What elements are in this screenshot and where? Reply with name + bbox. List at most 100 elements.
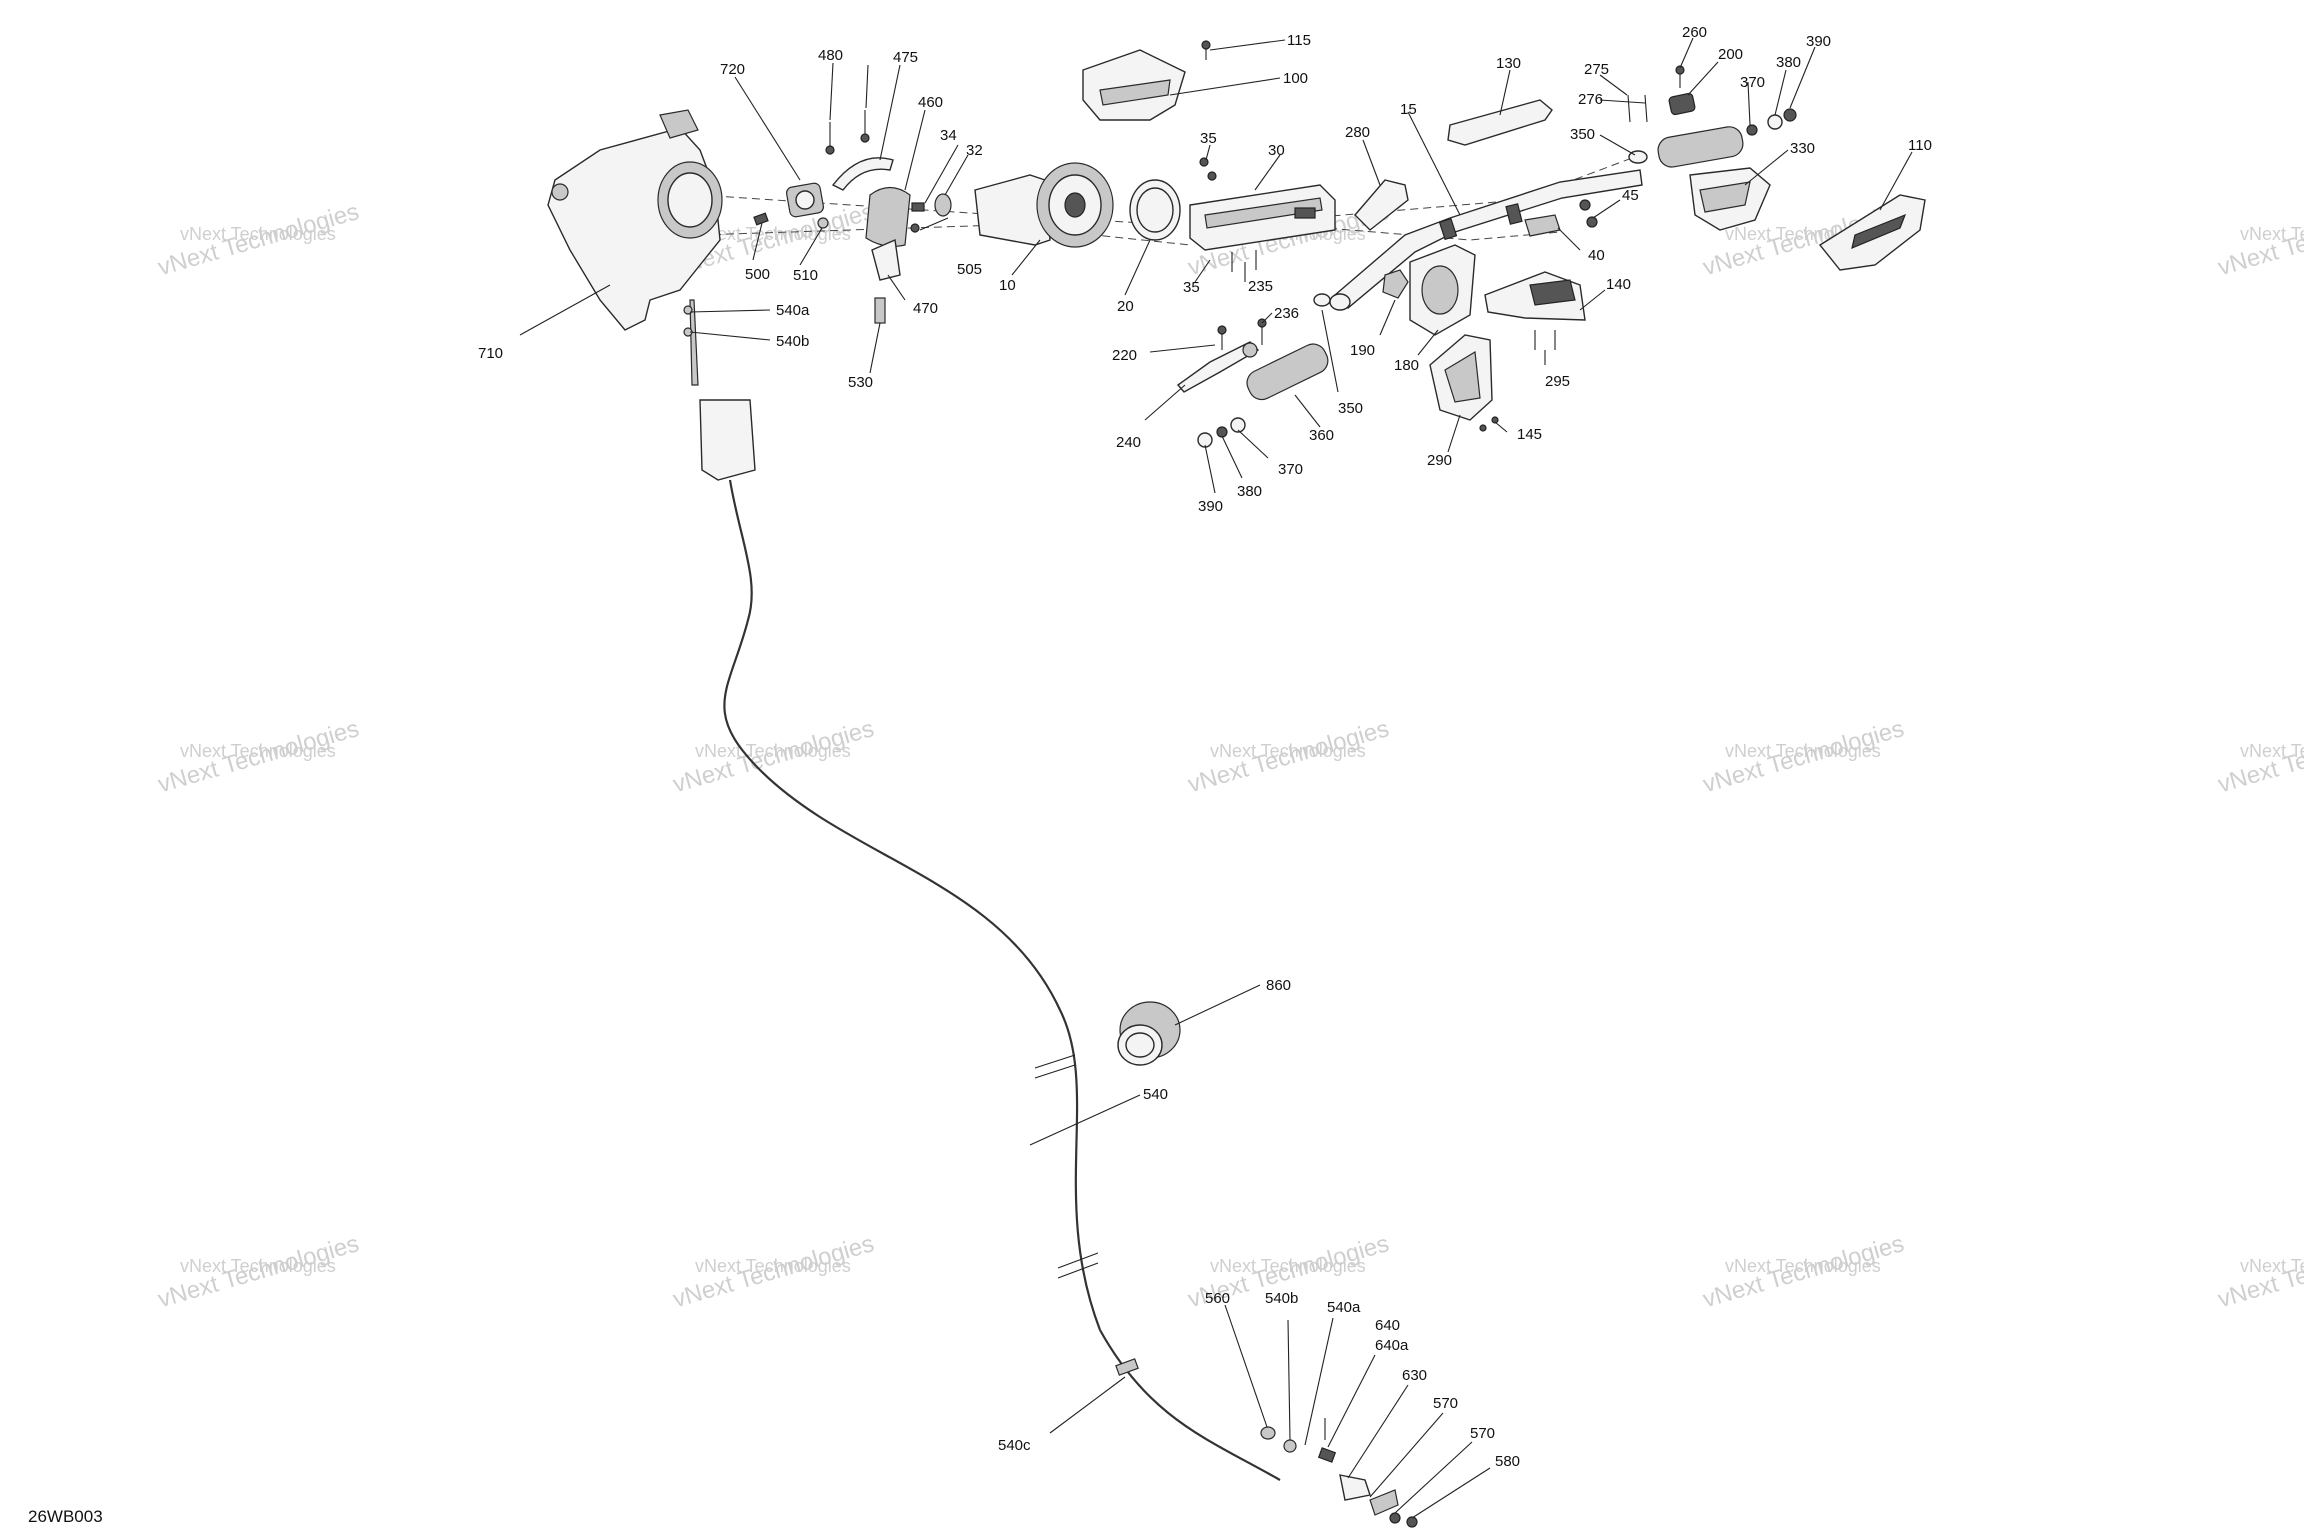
left-grip-360 (1246, 293, 1331, 401)
watermark-text: vNext Technologies (2240, 741, 2304, 761)
screws-35 (1199, 157, 1257, 272)
watermark-text: vNext Technologies (695, 224, 851, 244)
callout-145: 145 (1517, 426, 1542, 443)
cable-540 (683, 299, 1281, 1481)
leader-lines (519, 37, 1913, 1519)
callout-236: 236 (1274, 305, 1299, 322)
watermark: vNext Technologies vNext Technologies (670, 715, 877, 798)
bracket-280 (1354, 179, 1409, 231)
upper-cover-100 (1082, 40, 1211, 121)
small-parts-500-510 (753, 212, 920, 233)
callout-370-left: 370 (1278, 461, 1303, 478)
callout-370-right: 370 (1740, 74, 1765, 91)
callout-380-right: 380 (1776, 54, 1801, 71)
callout-35-bottom: 35 (1183, 279, 1200, 296)
parts (547, 40, 1926, 1528)
callout-390-right: 390 (1806, 33, 1831, 50)
callout-500: 500 (745, 266, 770, 283)
watermark: vNext Technologies vNext Technologies (1185, 715, 1392, 798)
control-module-30 (1189, 184, 1336, 251)
watermark: vNext Technologies vNext Technologies (155, 1230, 362, 1313)
knob-190 (1382, 269, 1409, 299)
callout-34: 34 (940, 127, 957, 144)
callout-470: 470 (913, 300, 938, 317)
callout-560: 560 (1205, 1290, 1230, 1307)
watermark-text: vNext Technologies (180, 741, 336, 761)
callout-330: 330 (1790, 140, 1815, 157)
callout-290: 290 (1427, 452, 1452, 469)
callout-360: 360 (1309, 427, 1334, 444)
callout-350-right: 350 (1570, 126, 1595, 143)
callout-115: 115 (1287, 32, 1311, 49)
callout-640a: 640a (1375, 1337, 1409, 1354)
callout-235: 235 (1248, 278, 1273, 295)
watermark: vNext Technologies vNext Technologies (2215, 715, 2304, 798)
watermark-text: vNext Technologies (1725, 1256, 1881, 1276)
callout-540b-top: 540b (776, 333, 809, 350)
clamp-475 (831, 157, 894, 191)
callout-100: 100 (1283, 70, 1308, 87)
end-fittings (1115, 1358, 1418, 1528)
watermark-text: vNext Technologies (695, 741, 851, 761)
lever-240 (1176, 341, 1260, 393)
watermark: vNext Technologies vNext Technologies (670, 1230, 877, 1313)
callout-190: 190 (1350, 342, 1375, 359)
watermark: vNext Technologies vNext Technologies (155, 715, 362, 798)
callout-220: 220 (1112, 347, 1137, 364)
watermark-text: vNext Technologies (1210, 741, 1366, 761)
watermark-text: vNext Technologies (1210, 1256, 1366, 1276)
spring-530 (874, 297, 886, 324)
bushing-720 (786, 182, 824, 218)
grommet-860 (1117, 1001, 1181, 1066)
callout-45: 45 (1622, 187, 1639, 204)
screws-295-145 (1479, 330, 1556, 432)
callout-540: 540 (1143, 1086, 1168, 1103)
figure-reference: 26WB003 (28, 1507, 103, 1526)
callout-640: 640 (1375, 1317, 1400, 1334)
hand-guard-330 (1689, 167, 1771, 231)
callout-labels: 720 480 475 460 34 32 115 100 130 275 27… (478, 24, 1932, 1470)
callout-570-second: 570 (1470, 1425, 1495, 1442)
callout-630: 630 (1402, 1367, 1427, 1384)
callout-10: 10 (999, 277, 1016, 294)
callout-570-first: 570 (1433, 1395, 1458, 1412)
callout-32: 32 (966, 142, 983, 159)
handlebar-tube-15 (1329, 169, 1643, 311)
callout-510: 510 (793, 267, 818, 284)
callout-240: 240 (1116, 434, 1141, 451)
bracket-470 (871, 238, 901, 281)
watermark: vNext Technologies vNext Technologies (2215, 198, 2304, 281)
right-grip-assembly (1628, 108, 1797, 168)
watermark-text: vNext Technologies (2240, 224, 2304, 244)
callout-280: 280 (1345, 124, 1370, 141)
screws-480 (825, 110, 870, 155)
switch-200 (1627, 65, 1696, 123)
watermark-text: vNext Technologies (2240, 1256, 2304, 1276)
ring-20 (1129, 179, 1181, 241)
callout-40: 40 (1588, 247, 1605, 264)
brake-assembly-290 (1429, 334, 1493, 421)
callout-530: 530 (848, 374, 873, 391)
callout-720: 720 (720, 61, 745, 78)
callout-380-left: 380 (1237, 483, 1262, 500)
callout-475: 475 (893, 49, 918, 66)
switch-housing-180 (1409, 244, 1476, 336)
callout-860: 860 (1266, 977, 1291, 994)
clamp-40 (1524, 199, 1598, 237)
watermark: vNext Technologies vNext Technologies (1700, 1230, 1907, 1313)
callout-540b-bottom: 540b (1265, 1290, 1298, 1307)
callout-540a-bottom: 540a (1327, 1299, 1361, 1316)
callout-505: 505 (957, 261, 982, 278)
callout-390-left: 390 (1198, 498, 1223, 515)
callout-350-left: 350 (1338, 400, 1363, 417)
callout-460: 460 (918, 94, 943, 111)
lever-bracket-140 (1484, 271, 1586, 321)
callout-30: 30 (1268, 142, 1285, 159)
callout-15: 15 (1400, 101, 1417, 118)
callout-580: 580 (1495, 1453, 1520, 1470)
grip-end-370-380-390 (1197, 417, 1246, 448)
callout-710: 710 (478, 345, 503, 362)
callout-295: 295 (1545, 373, 1570, 390)
watermark: vNext Technologies vNext Technologies (1700, 715, 1907, 798)
